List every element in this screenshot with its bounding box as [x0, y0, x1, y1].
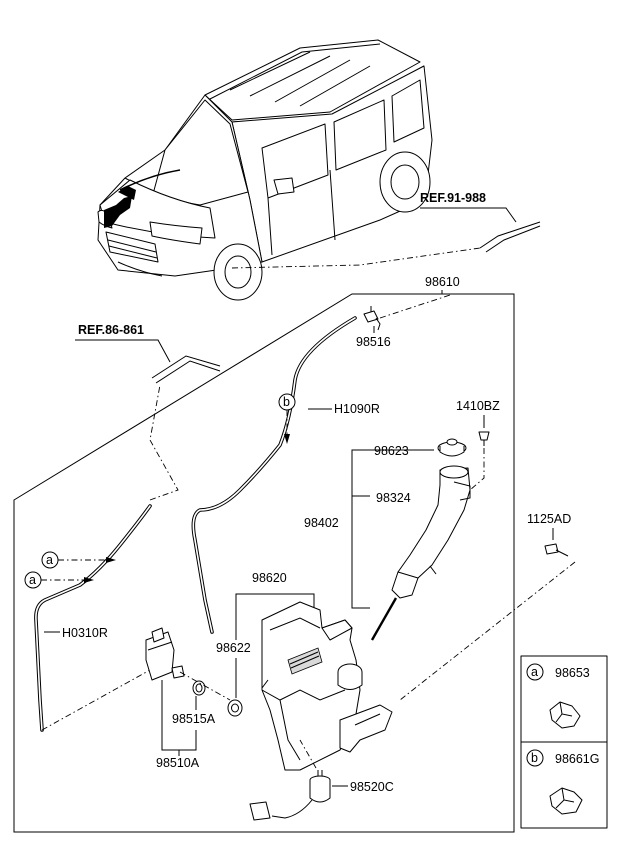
callout-b-letter: b	[283, 395, 290, 409]
bolt-1125ad	[544, 543, 569, 557]
part-h0310r-label: H0310R	[62, 626, 108, 640]
part-98515a-label: 98515A	[172, 712, 216, 726]
part-1410bz-label: 1410BZ	[456, 399, 500, 413]
ref-86-861-label: REF.86-861	[78, 323, 144, 337]
legend-a-letter: a	[531, 665, 538, 679]
part-98623-label: 98623	[374, 444, 409, 458]
legend-b-circle	[526, 749, 544, 767]
assembly-frame	[13, 293, 515, 833]
callout-a-lower-letter: a	[29, 573, 36, 587]
hose-clip-icon	[549, 701, 581, 729]
legend-panel: a 98653 b 98661G	[520, 655, 608, 829]
part-98620-label: 98620	[252, 571, 287, 585]
washer-nozzle-98516	[363, 306, 381, 331]
legend-b-part-label: 98661G	[555, 752, 599, 766]
hose-clip-icon	[549, 787, 583, 815]
part-98510a-label: 98510A	[156, 756, 200, 770]
grommet-98622	[227, 699, 243, 717]
legend-a-circle	[526, 663, 544, 681]
suv-vehicle-icon	[97, 39, 433, 301]
clip-1410bz	[478, 431, 490, 446]
legend-a-part-label: 98653	[555, 666, 590, 680]
part-1125ad-label: 1125AD	[527, 512, 571, 526]
part-98520c-label: 98520C	[350, 780, 394, 794]
legend-b-letter: b	[531, 751, 538, 765]
callout-a-upper-letter: a	[46, 553, 53, 567]
part-98622-label: 98622	[216, 641, 251, 655]
seal-98324	[439, 465, 469, 479]
part-98324-label: 98324	[376, 491, 411, 505]
washer-motor-98520c	[249, 770, 331, 821]
washer-reservoir-98620	[261, 601, 393, 771]
part-98516-label: 98516	[356, 335, 391, 349]
washer-pump-98510a	[145, 627, 185, 681]
filler-neck-98402	[370, 467, 471, 641]
filler-cap-98623	[437, 438, 467, 457]
assembly-98610-label: 98610	[425, 275, 460, 289]
grommet-98515a	[192, 680, 206, 696]
part-98402-label: 98402	[304, 516, 339, 530]
ref-91-988-label: REF.91-988	[420, 191, 486, 205]
part-h1090r-label: H1090R	[334, 402, 380, 416]
